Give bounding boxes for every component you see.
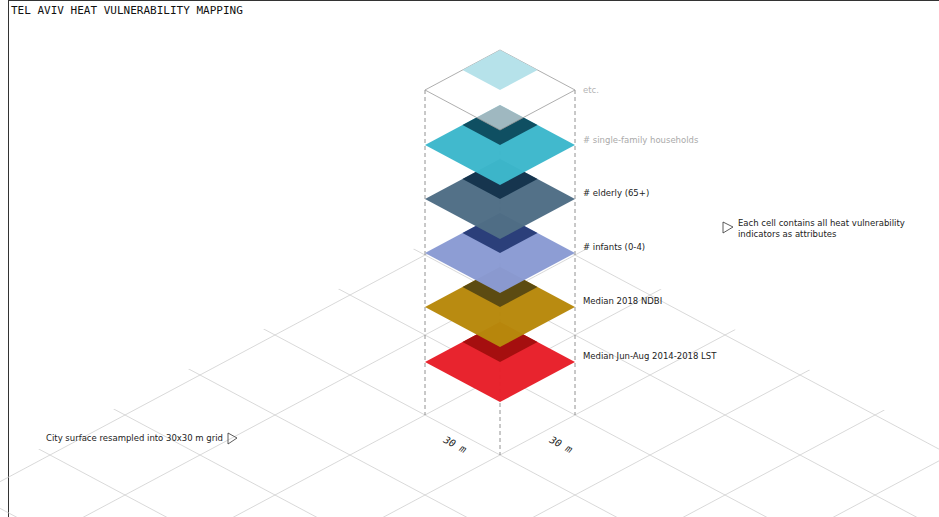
grid-line xyxy=(275,335,939,517)
layer-label: Median 2018 NDBI xyxy=(583,296,662,307)
grid-line xyxy=(0,215,800,517)
layer-label: # elderly (65+) xyxy=(583,188,649,199)
grid-line xyxy=(125,0,939,517)
layer-label: # infants (0-4) xyxy=(583,242,645,253)
grid-line xyxy=(0,295,650,517)
dashed-verticals xyxy=(425,90,575,455)
title: TEL AVIV HEAT VULNERABILITY MAPPING xyxy=(11,4,243,17)
grid-line xyxy=(0,135,939,517)
grid-line xyxy=(200,0,939,517)
frame xyxy=(9,1,939,517)
grid-line xyxy=(0,55,939,517)
grid-line xyxy=(0,255,725,517)
pointer-triangle xyxy=(228,433,237,444)
grid-line xyxy=(0,95,939,517)
grid-line xyxy=(200,295,939,517)
grid-line xyxy=(0,0,650,517)
layer-label: # single-family households xyxy=(583,135,698,146)
note: City surface resampled into 30x30 m grid xyxy=(46,433,223,444)
grid-line xyxy=(0,15,939,517)
grid-line xyxy=(0,0,875,517)
grid-line xyxy=(125,255,939,517)
note: Each cell contains all heat vulnerabilit… xyxy=(738,218,908,240)
grid-line xyxy=(0,0,575,495)
layer-label: etc. xyxy=(583,85,599,96)
grid-line xyxy=(0,135,939,517)
dimension-label: 30 m xyxy=(442,434,468,455)
grid-line xyxy=(0,55,939,517)
layer-diamond xyxy=(425,50,575,130)
grid-line xyxy=(0,15,939,517)
layer-label: Median Jun-Aug 2014-2018 LST xyxy=(583,351,716,362)
grid-line xyxy=(0,0,725,517)
grid-line xyxy=(0,175,939,517)
dimension-label: 30 m xyxy=(548,434,574,455)
pointer-triangle xyxy=(723,222,733,233)
overlap-patch xyxy=(463,50,538,90)
layers xyxy=(425,50,575,402)
grid-line xyxy=(275,0,939,495)
